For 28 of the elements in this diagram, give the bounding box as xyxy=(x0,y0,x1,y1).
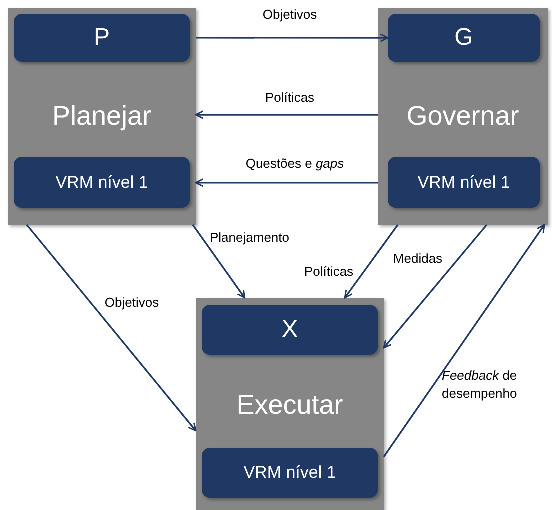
edge-label: Questões e gaps xyxy=(244,155,346,173)
group-panel xyxy=(378,8,548,225)
edge-label: Objetivos xyxy=(104,294,160,312)
arrow xyxy=(383,224,488,349)
group-panel xyxy=(196,298,384,510)
label-box: VRM nível 1 xyxy=(388,157,540,208)
panel-title: Planejar xyxy=(51,103,153,130)
edge-label: Políticas xyxy=(303,263,355,281)
arrow xyxy=(196,34,389,42)
edge-label: Medidas xyxy=(392,250,444,268)
arrow xyxy=(26,224,197,432)
arrow xyxy=(195,110,378,120)
arrow xyxy=(195,178,378,188)
label-box: X xyxy=(202,305,378,355)
arrow xyxy=(192,224,246,299)
edge-label: Políticas xyxy=(264,89,316,107)
label-box: G xyxy=(388,14,540,62)
label-box: VRM nível 1 xyxy=(14,157,190,208)
edge-label: Planejamento xyxy=(210,229,290,247)
edge-label: Objetivos xyxy=(262,6,318,24)
panel-title: Executar xyxy=(236,392,344,419)
edge-label: Feedback de desempenho xyxy=(442,367,518,403)
label-box: P xyxy=(14,14,190,62)
arrow xyxy=(383,224,546,458)
arrow xyxy=(344,224,399,299)
panel-title: Governar xyxy=(406,103,520,130)
label-box: VRM nível 1 xyxy=(202,448,378,498)
group-panel xyxy=(8,8,196,225)
